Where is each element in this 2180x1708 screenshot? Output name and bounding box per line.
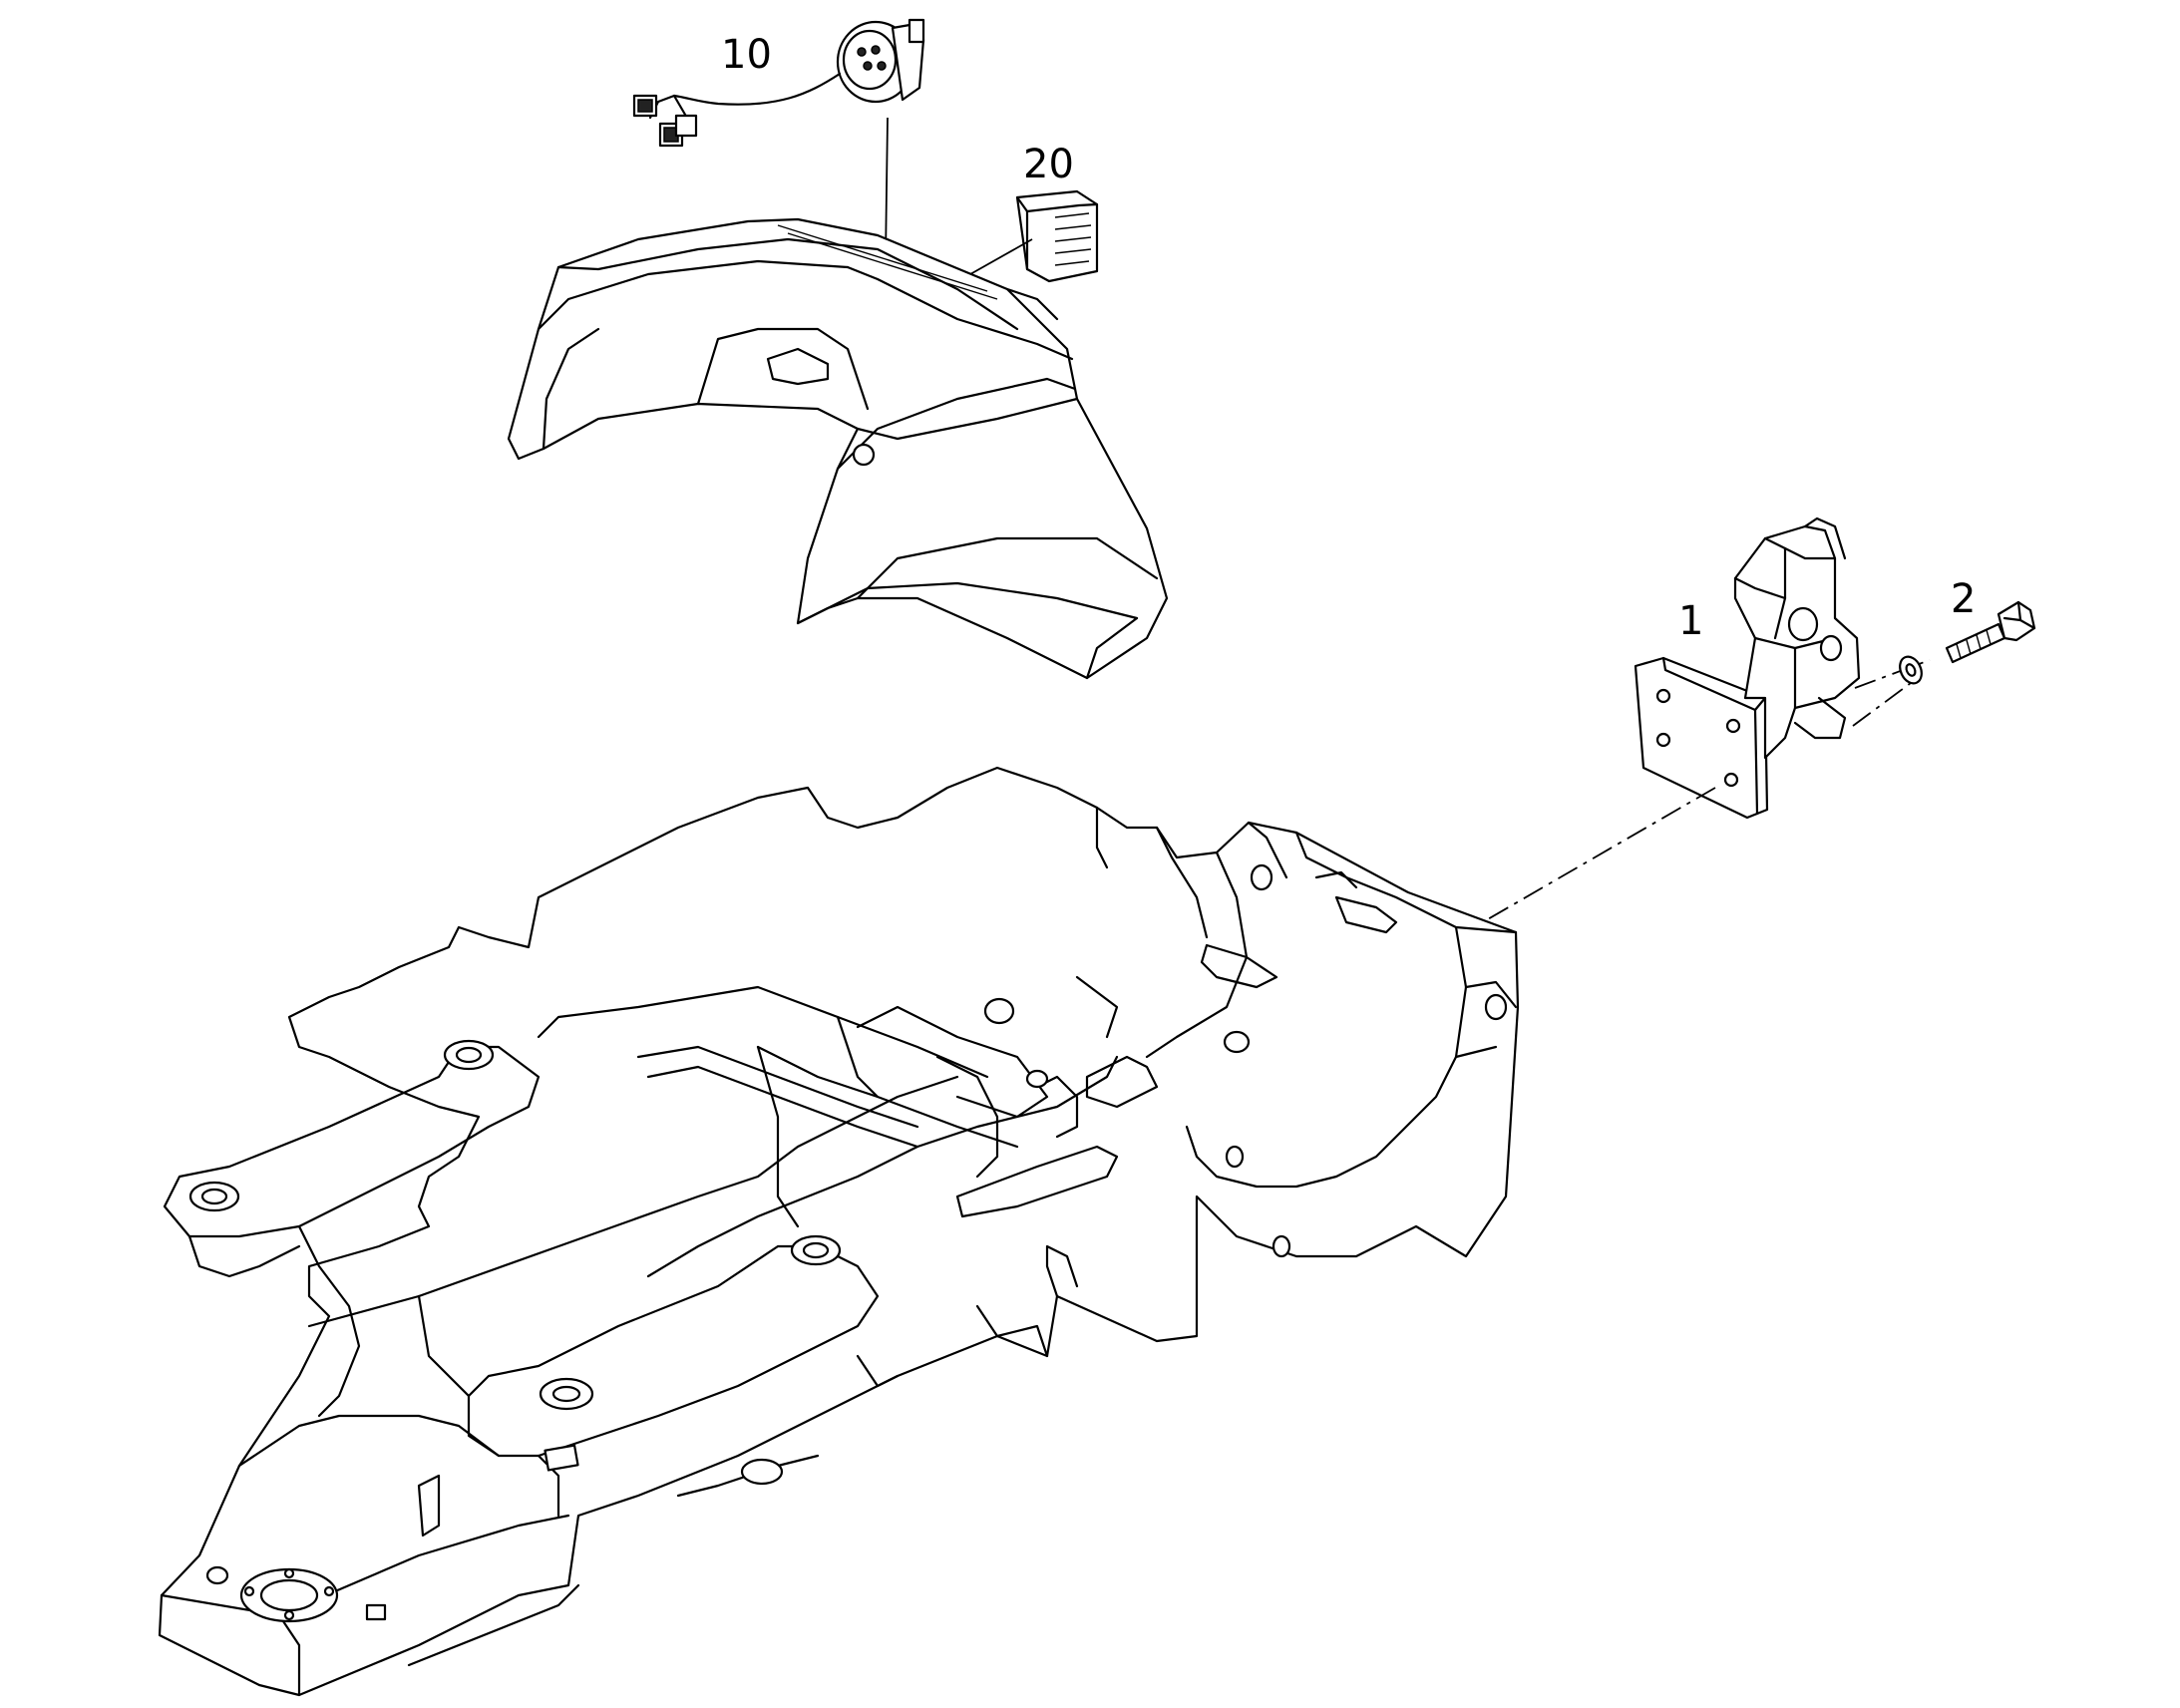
- wiring-harness-connector: [632, 18, 925, 260]
- callout-part-2: 2: [1951, 576, 1976, 622]
- callout-part-20: 20: [1023, 142, 1074, 187]
- engine-cover: [507, 217, 1169, 680]
- tow-hitch: [1634, 516, 1931, 820]
- lamp-grille: [946, 189, 1099, 288]
- callout-part-1: 1: [1678, 598, 1703, 644]
- assembly-line-hitch-to-frame: [1473, 787, 1716, 928]
- callout-part-10: 10: [721, 32, 772, 78]
- bolt-and-washer: [1899, 600, 2036, 685]
- chassis-frame: [158, 766, 1520, 1697]
